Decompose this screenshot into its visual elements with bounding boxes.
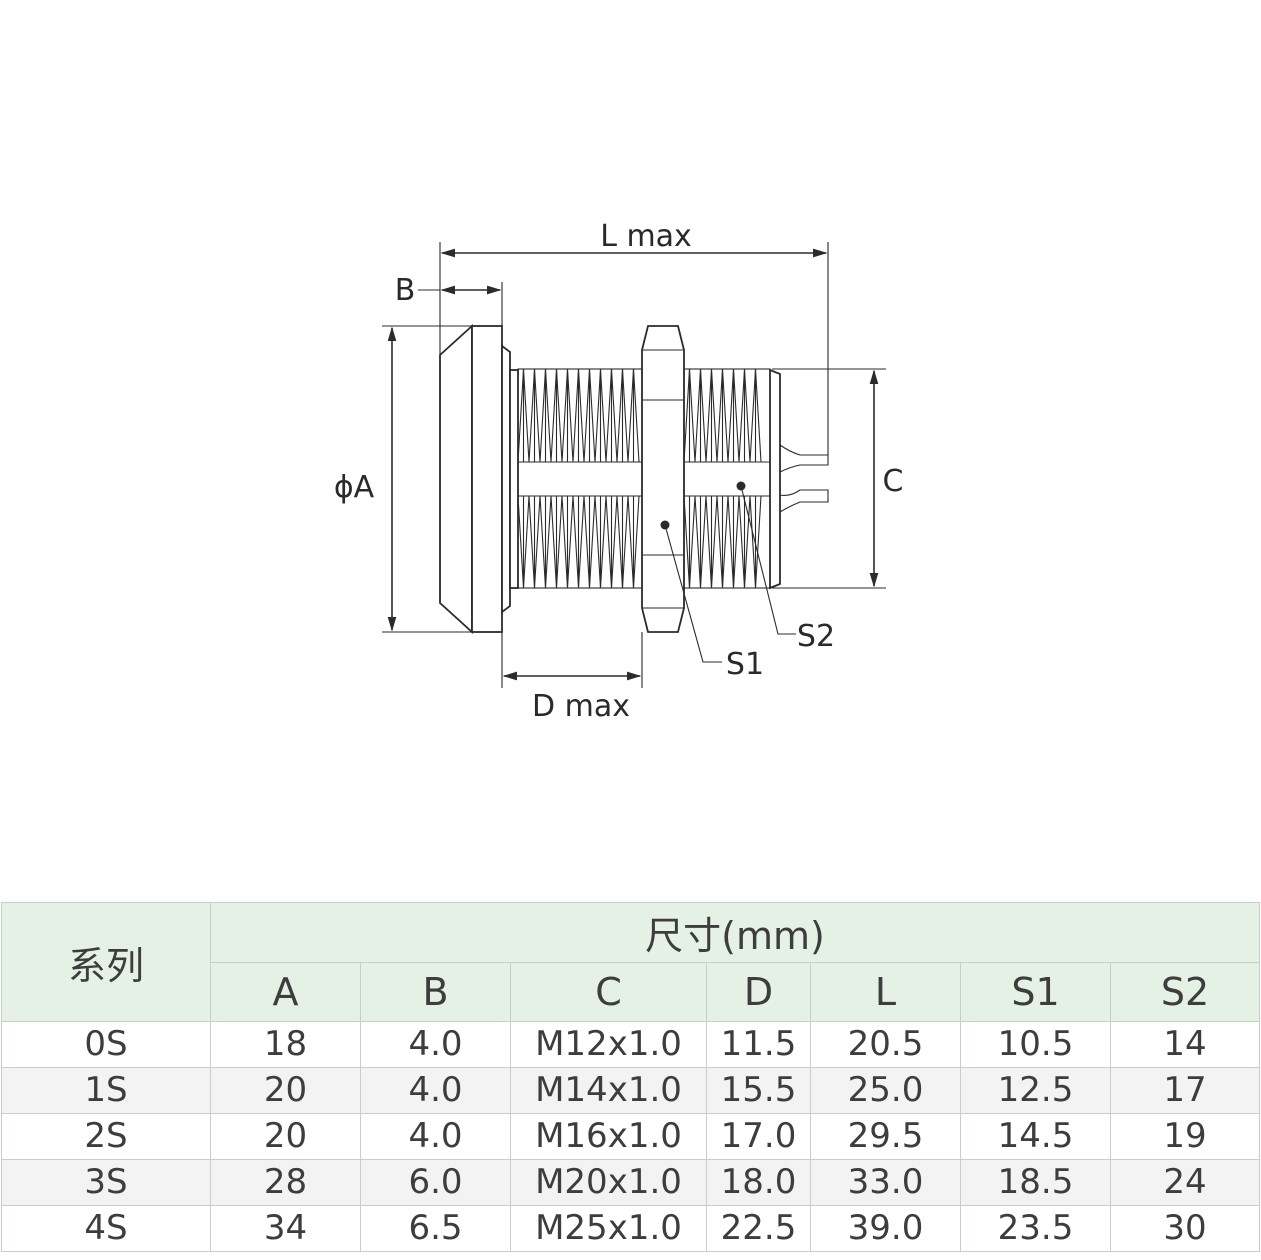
value-cell-s1: 10.5	[960, 1021, 1111, 1068]
value-cell-s1: 12.5	[960, 1067, 1111, 1114]
column-header-l: L	[810, 961, 961, 1022]
connector-body	[439, 323, 829, 635]
value-cell-d: 17.0	[706, 1113, 811, 1160]
column-header-s2: S2	[1110, 961, 1260, 1022]
s1-label: S1	[726, 647, 764, 682]
value-cell-l: 39.0	[810, 1205, 961, 1252]
value-cell-a: 20	[210, 1113, 361, 1160]
c-label: C	[883, 464, 904, 499]
value-cell-s2: 30	[1110, 1205, 1260, 1252]
value-cell-c: M20x1.0	[510, 1159, 707, 1206]
value-cell-d: 22.5	[706, 1205, 811, 1252]
leader-s2: S2	[736, 481, 835, 654]
dimension-phi-a: ϕA	[334, 325, 472, 633]
dimension-d-max: D max	[501, 632, 643, 724]
value-cell-l: 29.5	[810, 1113, 961, 1160]
column-header-c: C	[510, 961, 707, 1022]
column-header-d: D	[706, 961, 811, 1022]
value-cell-s1: 14.5	[960, 1113, 1111, 1160]
column-header-a: A	[210, 961, 361, 1022]
value-cell-d: 18.0	[706, 1159, 811, 1206]
series-cell: 0S	[1, 1021, 211, 1068]
l-max-label: L max	[600, 219, 692, 254]
value-cell-c: M16x1.0	[510, 1113, 707, 1160]
series-cell: 1S	[1, 1067, 211, 1114]
dimension-l-max: L max	[439, 219, 829, 455]
value-cell-a: 20	[210, 1067, 361, 1114]
value-cell-b: 6.5	[360, 1205, 511, 1252]
value-cell-l: 20.5	[810, 1021, 961, 1068]
value-cell-c: M14x1.0	[510, 1067, 707, 1114]
phi-a-label: ϕA	[334, 470, 375, 505]
thread-left	[517, 368, 643, 589]
value-cell-s2: 17	[1110, 1067, 1260, 1114]
thread-right	[683, 368, 771, 589]
series-cell: 2S	[1, 1113, 211, 1160]
column-header-s1: S1	[960, 961, 1111, 1022]
value-cell-l: 25.0	[810, 1067, 961, 1114]
value-cell-s2: 14	[1110, 1021, 1260, 1068]
value-cell-a: 34	[210, 1205, 361, 1252]
value-cell-s1: 23.5	[960, 1205, 1111, 1252]
column-header-b: B	[360, 961, 511, 1022]
value-cell-a: 18	[210, 1021, 361, 1068]
series-header: 系列	[1, 902, 211, 1022]
series-cell: 3S	[1, 1159, 211, 1206]
connector-dimension-drawing: L max B ϕA C D max S1 S2	[334, 219, 904, 724]
value-cell-b: 4.0	[360, 1113, 511, 1160]
dimensions-group-header: 尺寸(mm)	[210, 902, 1260, 963]
value-cell-c: M25x1.0	[510, 1205, 707, 1252]
hex-nut	[641, 325, 685, 633]
value-cell-s2: 24	[1110, 1159, 1260, 1206]
s2-label: S2	[797, 619, 835, 654]
series-cell: 4S	[1, 1205, 211, 1252]
value-cell-b: 4.0	[360, 1021, 511, 1068]
dimension-b: B	[395, 273, 503, 326]
b-label: B	[395, 273, 416, 308]
value-cell-d: 11.5	[706, 1021, 811, 1068]
value-cell-b: 6.0	[360, 1159, 511, 1206]
d-max-label: D max	[532, 689, 630, 724]
value-cell-d: 15.5	[706, 1067, 811, 1114]
value-cell-a: 28	[210, 1159, 361, 1206]
dimension-c: C	[772, 368, 904, 589]
value-cell-l: 33.0	[810, 1159, 961, 1206]
value-cell-s2: 19	[1110, 1113, 1260, 1160]
leader-s1: S1	[660, 520, 764, 682]
value-cell-b: 4.0	[360, 1067, 511, 1114]
value-cell-c: M12x1.0	[510, 1021, 707, 1068]
value-cell-s1: 18.5	[960, 1159, 1111, 1206]
